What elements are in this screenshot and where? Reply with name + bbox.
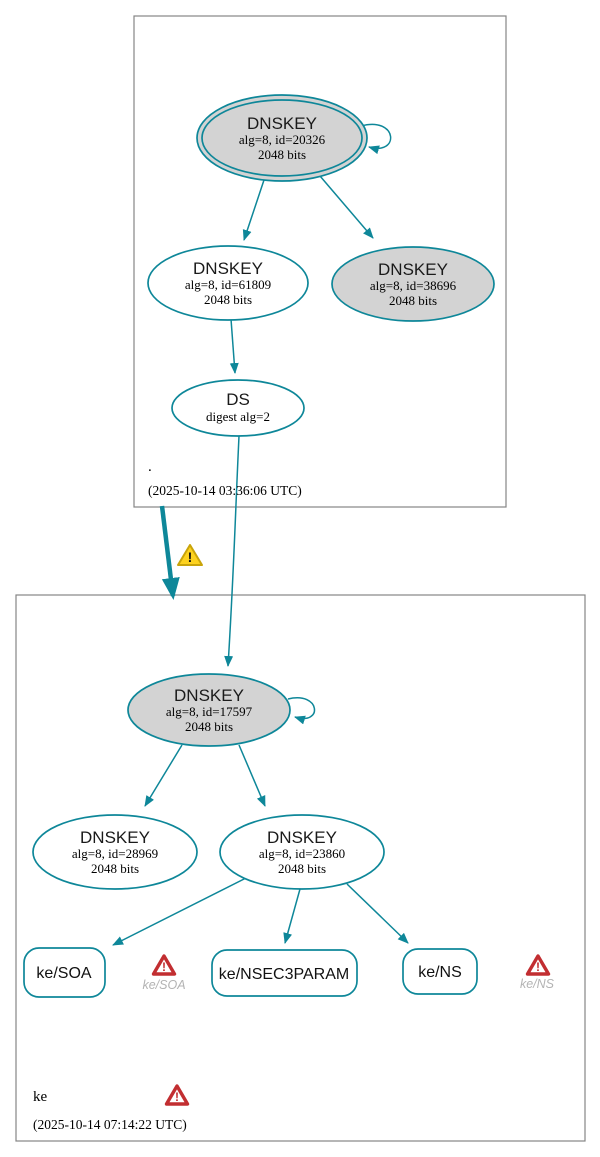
- edge-keksk-to-zsk2: [238, 744, 266, 807]
- node-ds[interactable]: DS digest alg=2: [171, 379, 305, 437]
- node-title: DNSKEY: [174, 686, 244, 705]
- node-bits: 2048 bits: [389, 293, 437, 308]
- node-title: DNSKEY: [378, 260, 448, 279]
- edge-ksk-to-key2-root: [319, 175, 374, 239]
- node-dnskey-23860[interactable]: DNSKEY alg=8, id=23860 2048 bits: [219, 814, 385, 890]
- edge-zsk2-to-soa: [112, 874, 253, 946]
- warning-triangle-red: [164, 1084, 190, 1106]
- ksk-outer-ellipse: [196, 94, 368, 182]
- edge-zsk2-to-nsec3param: [283, 888, 301, 944]
- node-detail: alg=8, id=38696: [370, 278, 457, 293]
- node-rrset-ke-ns[interactable]: ke/NS: [402, 948, 478, 995]
- node-dnskey-28969[interactable]: DNSKEY alg=8, id=28969 2048 bits: [32, 814, 198, 890]
- rrset-label: ke/NSEC3PARAM: [219, 966, 349, 983]
- node-detail: alg=8, id=20326: [239, 132, 326, 147]
- node-dnskey-17597[interactable]: DNSKEY alg=8, id=17597 2048 bits: [127, 673, 291, 747]
- ke-zone-timestamp: (2025-10-14 07:14:22 UTC): [33, 1117, 187, 1132]
- edge-selfloop-ke-ksk: [287, 697, 316, 725]
- node-title: DNSKEY: [247, 114, 317, 133]
- node-detail: alg=8, id=28969: [72, 846, 158, 861]
- rrset-label: ke/SOA: [36, 965, 91, 982]
- zsk-ellipse: [147, 245, 309, 321]
- warning-icon-delegation[interactable]: !: [177, 544, 203, 566]
- ke-zsk1-ellipse: [32, 814, 198, 890]
- node-dnskey-38696[interactable]: DNSKEY alg=8, id=38696 2048 bits: [331, 246, 495, 322]
- ksk-inner-ellipse: [201, 99, 363, 177]
- node-bits: 2048 bits: [204, 292, 252, 307]
- rrset-box: [23, 947, 106, 998]
- node-dnskey-20326[interactable]: DNSKEY alg=8, id=20326 2048 bits: [196, 94, 368, 182]
- ke-ksk-ellipse: [127, 673, 291, 747]
- edge-keksk-to-zsk1: [144, 744, 183, 807]
- node-title: DS: [226, 390, 250, 409]
- node-bits: 2048 bits: [185, 719, 233, 734]
- warning-glyph: !: [162, 960, 166, 974]
- node-bits: 2048 bits: [91, 861, 139, 876]
- node-bits: 2048 bits: [278, 861, 326, 876]
- warning-glyph: !: [188, 549, 193, 565]
- ke-zone-box: [15, 594, 586, 1142]
- key2-ellipse: [331, 246, 495, 322]
- node-detail: alg=8, id=17597: [166, 704, 253, 719]
- node-detail: alg=8, id=23860: [259, 846, 345, 861]
- node-rrset-ke-nsec3param[interactable]: ke/NSEC3PARAM: [211, 949, 358, 997]
- ghost-label-ke-ns: ke/NS: [520, 977, 555, 991]
- node-detail: alg=8, id=61809: [185, 277, 271, 292]
- root-zone-box: [133, 15, 507, 508]
- node-dnskey-61809[interactable]: DNSKEY alg=8, id=61809 2048 bits: [147, 245, 309, 321]
- ke-zone-name: ke: [33, 1089, 48, 1105]
- warning-icon-ke-soa[interactable]: ! ke/SOA: [142, 954, 186, 992]
- edge-selfloop-root-ksk: [360, 123, 392, 155]
- warning-triangle-yellow: [177, 544, 203, 566]
- warning-triangle-red: [525, 954, 551, 976]
- root-zone-timestamp: (2025-10-14 03:36:06 UTC): [148, 483, 302, 498]
- edge-ds-to-ke-ksk: [224, 435, 240, 667]
- node-bits: 2048 bits: [258, 147, 306, 162]
- warning-glyph: !: [536, 960, 540, 974]
- edge-ksk-to-zsk-root: [242, 179, 265, 241]
- node-detail: digest alg=2: [206, 409, 270, 424]
- edge-zsk-to-ds: [229, 318, 239, 374]
- rrset-label: ke/NS: [418, 964, 462, 981]
- node-title: DNSKEY: [267, 828, 337, 847]
- node-rrset-ke-soa[interactable]: ke/SOA: [23, 947, 106, 998]
- rrset-box: [402, 948, 478, 995]
- ke-zsk2-ellipse: [219, 814, 385, 890]
- node-title: DNSKEY: [193, 259, 263, 278]
- node-title: DNSKEY: [80, 828, 150, 847]
- edge-delegation-root-to-ke: [159, 505, 180, 600]
- warning-icon-ke-zone[interactable]: !: [164, 1084, 190, 1106]
- warning-icon-ke-ns[interactable]: ! ke/NS: [520, 954, 555, 991]
- ghost-label-ke-soa: ke/SOA: [142, 978, 185, 992]
- warning-glyph: !: [175, 1090, 179, 1104]
- edge-zsk2-to-ns: [346, 883, 409, 944]
- rrset-box: [211, 949, 358, 997]
- ds-ellipse: [171, 379, 305, 437]
- root-zone-name: .: [148, 459, 152, 475]
- warning-triangle-red: [151, 954, 177, 976]
